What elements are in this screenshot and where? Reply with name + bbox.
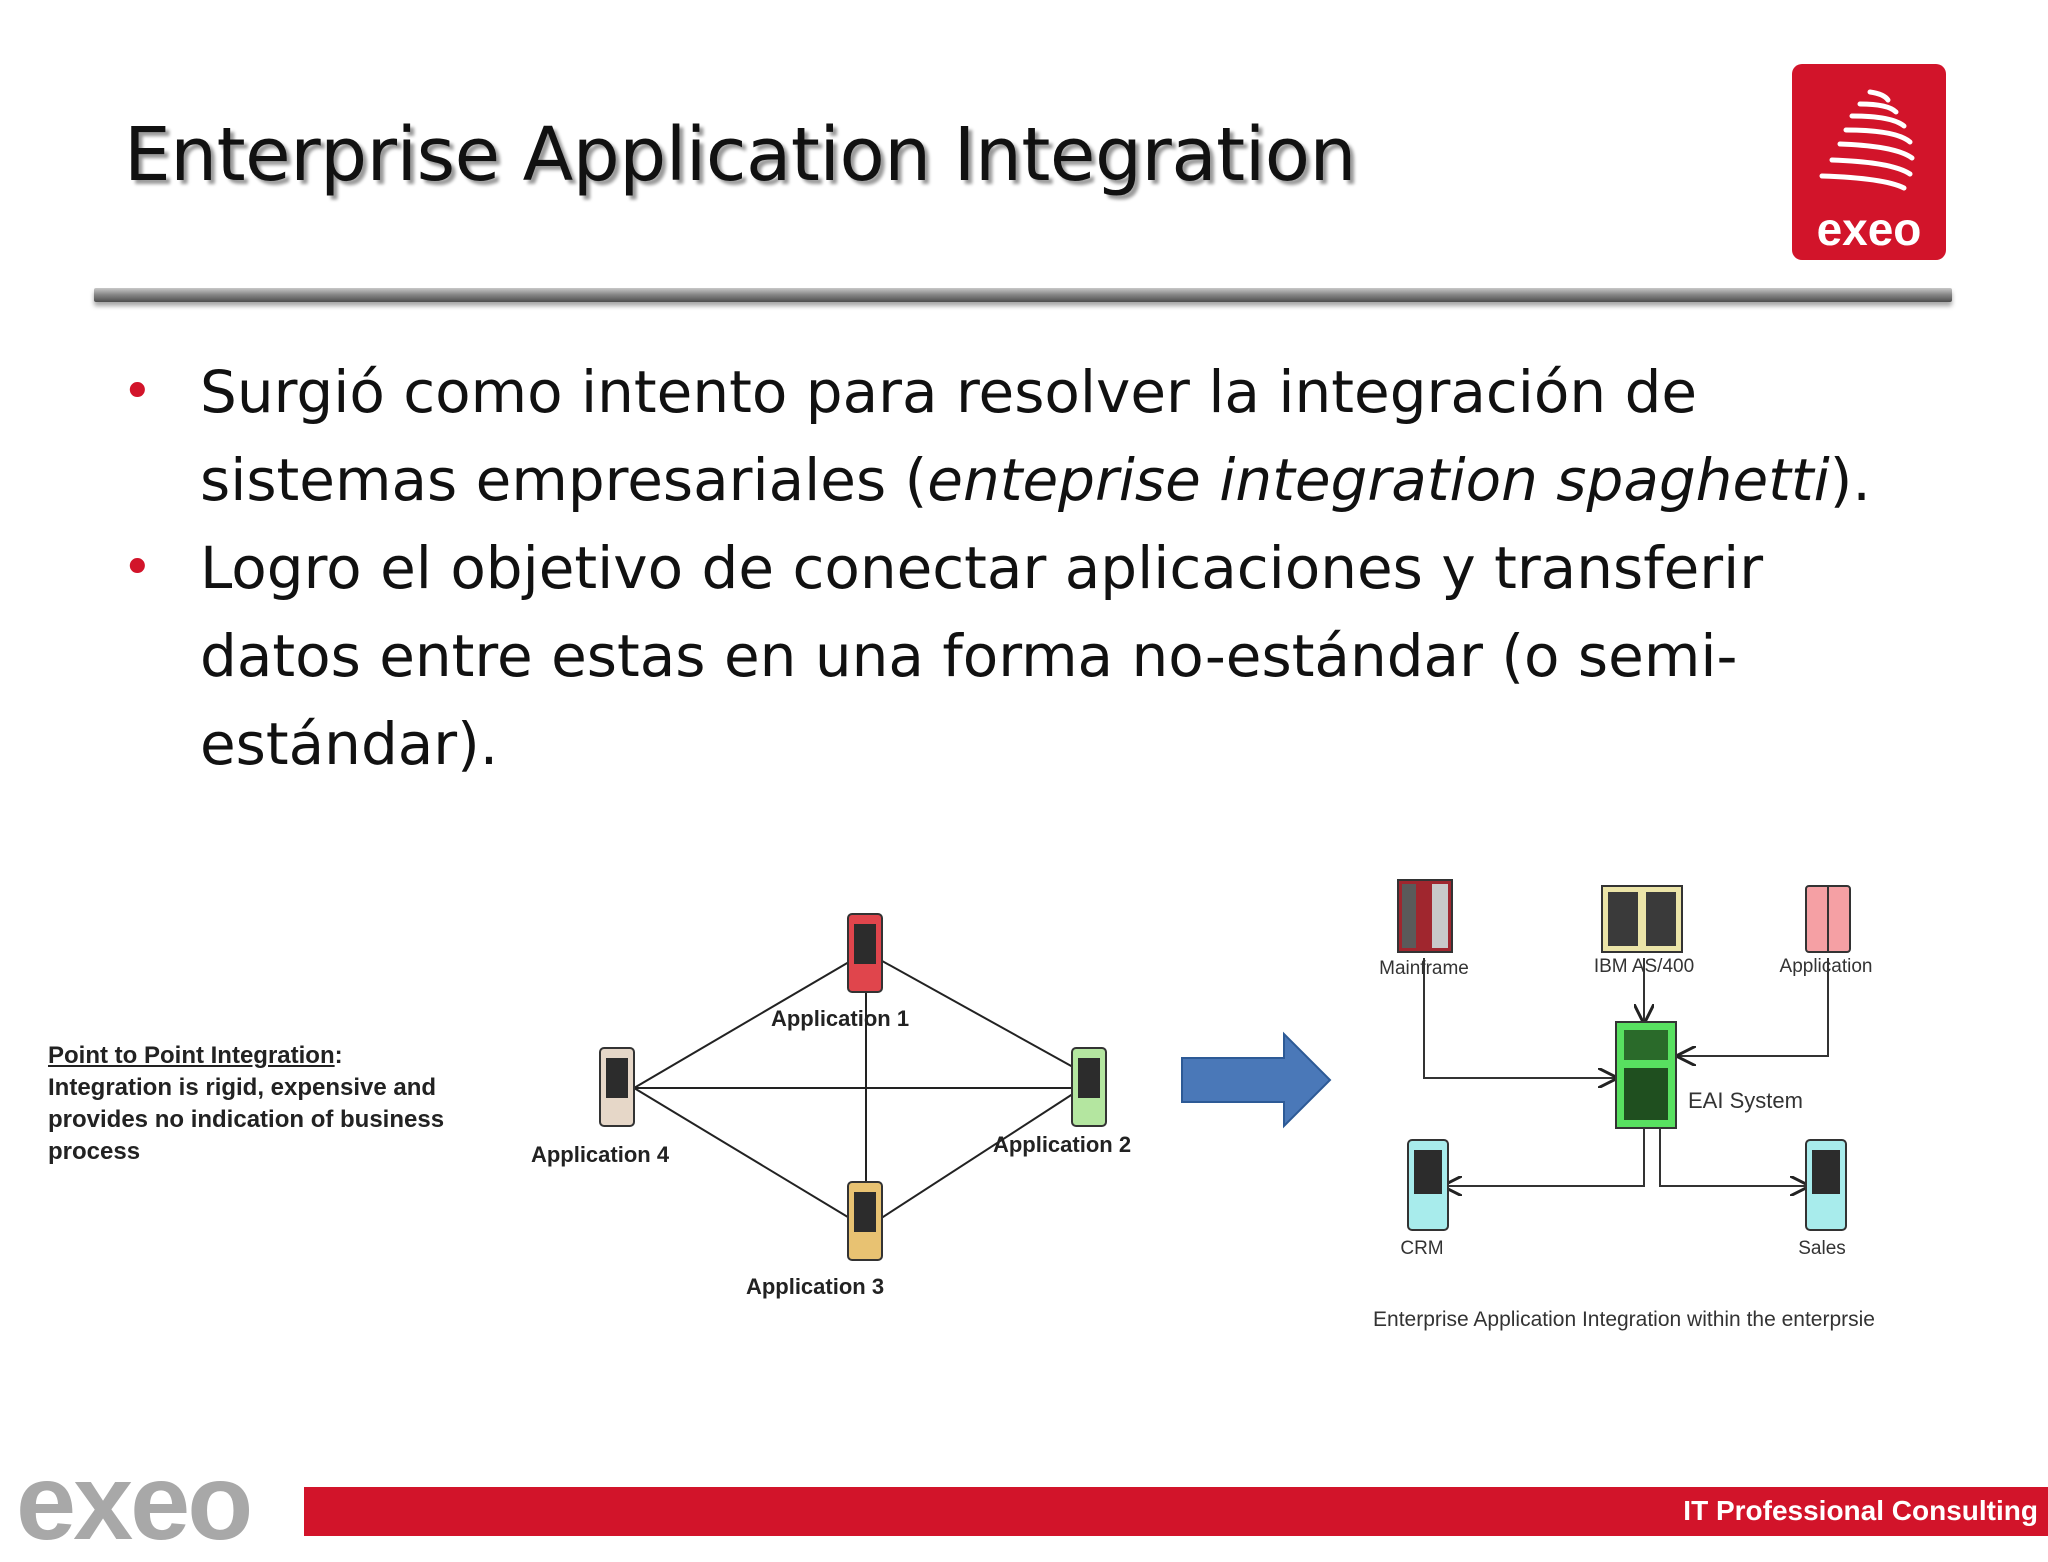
p2p-note-heading: Point to Point Integration xyxy=(48,1042,335,1069)
p2p-note: Point to Point Integration: Integration … xyxy=(48,1040,448,1168)
crm-server-icon xyxy=(1407,1139,1449,1231)
footer-bar: IT Professional Consulting xyxy=(304,1487,2048,1536)
sales-server-icon xyxy=(1805,1139,1847,1231)
node-label-application: Application xyxy=(1780,956,1873,977)
eai-connectors xyxy=(1423,958,1829,1186)
link-4-3 xyxy=(633,1087,867,1229)
node-label-crm: CRM xyxy=(1400,1238,1443,1259)
bullet-item: • Logro el objetivo de conectar aplicaci… xyxy=(122,524,1940,788)
bullet-text-end: ). xyxy=(1829,446,1871,514)
link-1-4 xyxy=(633,951,867,1089)
logo-text: exeo xyxy=(1816,203,1922,255)
link-2-3 xyxy=(865,1087,1083,1229)
node-label-sales: Sales xyxy=(1798,1238,1846,1259)
server-app1-icon xyxy=(847,913,883,993)
eai-system-icon xyxy=(1615,1021,1677,1129)
p2p-note-body: Integration is rigid, expensive and prov… xyxy=(48,1074,445,1165)
footer-logo: exeo xyxy=(16,1441,253,1562)
exeo-logo: exeo xyxy=(1792,64,1946,260)
bullet-item: • Surgió como intento para resolver la i… xyxy=(122,348,1940,524)
node-label-as400: IBM AS/400 xyxy=(1594,956,1694,977)
slide-title: Enterprise Application Integration xyxy=(124,112,1356,198)
footer-tagline: IT Professional Consulting xyxy=(1683,1495,2038,1526)
exeo-logo-swoosh-icon xyxy=(1819,89,1915,191)
title-divider xyxy=(94,288,1952,302)
link-1-2 xyxy=(865,951,1083,1073)
application-server-icon xyxy=(1805,885,1851,953)
server-app3-icon xyxy=(847,1181,883,1261)
node-label-app3: Application 3 xyxy=(746,1274,884,1299)
ibm-as400-icon xyxy=(1601,885,1683,953)
bullet-list: • Surgió como intento para resolver la i… xyxy=(122,348,1940,788)
mainframe-icon xyxy=(1397,879,1453,953)
node-label-mainframe: Mainframe xyxy=(1379,958,1469,979)
p2p-note-colon: : xyxy=(334,1042,343,1069)
eai-caption: Enterprise Application Integration withi… xyxy=(1373,1308,1875,1331)
bullet-dot-icon: • xyxy=(122,538,153,598)
bullet-text: Surgió como intento para resolver la int… xyxy=(200,358,1698,514)
node-label-app1: Application 1 xyxy=(771,1006,909,1031)
integration-diagrams: Application 1 Application 2 Application … xyxy=(531,879,1875,1331)
node-label-app2: Application 2 xyxy=(993,1132,1131,1157)
bullet-emphasis: enteprise integration spaghetti xyxy=(927,446,1830,514)
bullet-text: Logro el objetivo de conectar aplicacion… xyxy=(200,534,1764,778)
server-app4-icon xyxy=(599,1047,635,1127)
bullet-dot-icon: • xyxy=(122,362,153,422)
server-app2-icon xyxy=(1071,1047,1107,1127)
node-label-eai-system: EAI System xyxy=(1688,1088,1803,1113)
node-label-app4: Application 4 xyxy=(531,1142,670,1167)
transition-arrow-icon xyxy=(1181,1031,1332,1129)
